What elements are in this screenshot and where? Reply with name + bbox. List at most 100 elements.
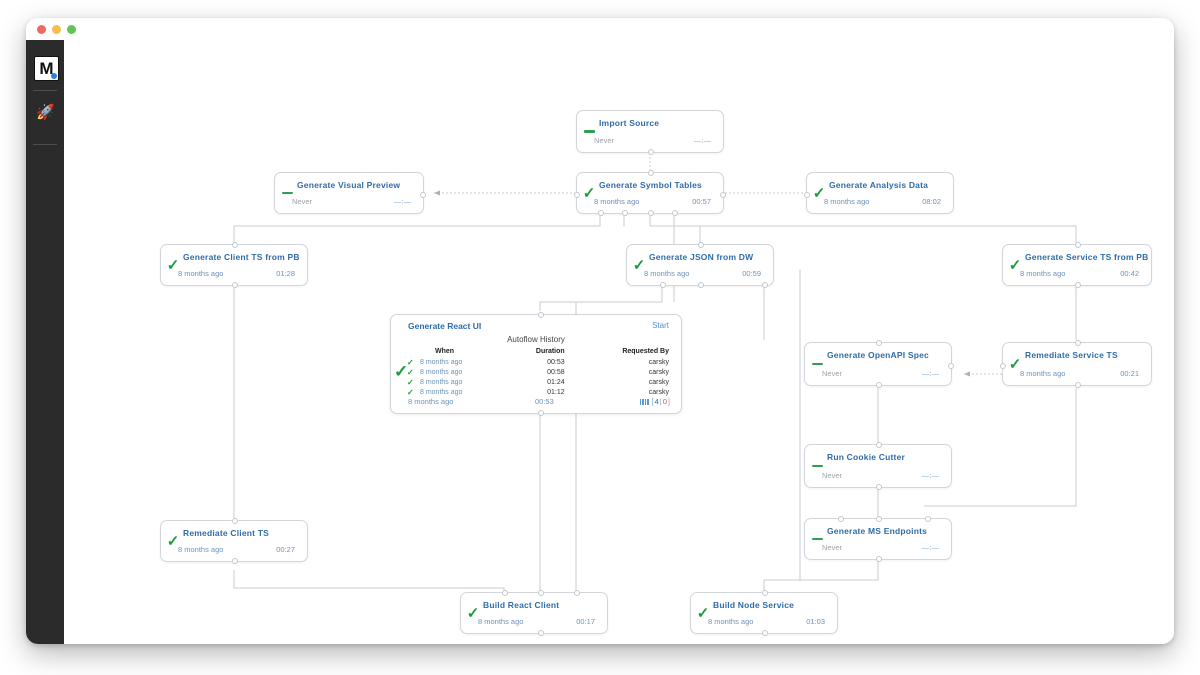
node-title: Generate Analysis Data — [829, 180, 929, 190]
node-import-source[interactable]: Import Source Never —:— — [576, 110, 724, 155]
node-generate-ms-endpoints[interactable]: Generate MS Endpoints Never —:— — [804, 516, 952, 562]
port-in[interactable] — [876, 340, 882, 346]
port-out-2[interactable] — [698, 282, 704, 288]
port-out[interactable] — [648, 149, 654, 155]
port-in[interactable] — [538, 312, 544, 318]
rail-divider-top — [33, 90, 57, 91]
node-title: Generate MS Endpoints — [827, 526, 928, 536]
status-success-icon: ✓ — [166, 256, 180, 274]
port-out-4[interactable] — [672, 210, 678, 216]
minimize-window-button[interactable] — [52, 25, 61, 34]
workflow-canvas[interactable]: Import Source Never —:— Generate Visual … — [64, 40, 1174, 644]
port-in[interactable] — [762, 590, 768, 596]
maximize-window-button[interactable] — [67, 25, 76, 34]
port-out-3[interactable] — [648, 210, 654, 216]
node-remediate-client-ts[interactable]: ✓ Remediate Client TS 8 months ago 00:27 — [160, 518, 308, 564]
row-status-success-icon: ✓ — [407, 377, 414, 387]
row-when: 8 months ago — [420, 359, 463, 367]
node-title: Generate Service TS from PB — [1025, 252, 1149, 262]
port-in-2[interactable] — [538, 590, 544, 596]
node-when: Never — [822, 471, 843, 480]
port-in[interactable] — [648, 170, 654, 176]
port-out-3[interactable] — [762, 282, 768, 288]
port-out[interactable] — [538, 410, 544, 416]
node-duration: 01:28 — [276, 269, 295, 278]
node-title: Remediate Client TS — [183, 528, 269, 538]
node-when: 8 months ago — [178, 269, 224, 278]
port-in[interactable] — [420, 192, 426, 198]
status-success-icon: ✓ — [166, 532, 180, 550]
node-duration: 08:02 — [922, 197, 941, 206]
port-in-3[interactable] — [925, 516, 931, 522]
table-row[interactable]: ✓ 8 months ago 00:53 carsky — [407, 358, 669, 368]
node-build-react-client[interactable]: ✓ Build React Client 8 months ago 00:17 — [460, 590, 608, 636]
start-button[interactable]: Start — [652, 321, 669, 330]
node-build-node-service[interactable]: ✓ Build Node Service 8 months ago 01:03 — [690, 590, 838, 636]
table-row[interactable]: ✓ 8 months ago 00:58 carsky — [407, 368, 669, 378]
status-success-icon: ✓ — [466, 604, 480, 622]
row-requested-by: carsky — [648, 359, 669, 367]
port-in-1[interactable] — [838, 516, 844, 522]
port-out-1[interactable] — [660, 282, 666, 288]
port-out[interactable] — [1075, 282, 1081, 288]
node-generate-react-ui[interactable]: ✓ Generate React UI Start Autoflow Histo… — [390, 312, 682, 416]
node-generate-client-ts-from-pb[interactable]: ✓ Generate Client TS from PB 8 months ag… — [160, 242, 308, 288]
port-out[interactable] — [538, 630, 544, 636]
port-in[interactable] — [1075, 340, 1081, 346]
row-requested-by: carsky — [648, 388, 669, 396]
col-duration: Duration — [535, 348, 565, 355]
node-duration: 00:53 — [535, 397, 554, 406]
port-in[interactable] — [876, 442, 882, 448]
port-out[interactable] — [232, 282, 238, 288]
port-in[interactable] — [1075, 242, 1081, 248]
row-duration: 00:53 — [547, 359, 565, 367]
node-when: 8 months ago — [1020, 369, 1066, 378]
app-logo-icon[interactable]: M — [34, 56, 59, 81]
history-header: Autoflow History — [507, 335, 565, 344]
port-out[interactable] — [876, 556, 882, 562]
port-out-2[interactable] — [622, 210, 628, 216]
node-run-cookie-cutter[interactable]: Run Cookie Cutter Never —:— — [804, 442, 952, 490]
port-right[interactable] — [948, 363, 954, 369]
port-out[interactable] — [876, 382, 882, 388]
port-out-1[interactable] — [598, 210, 604, 216]
node-remediate-service-ts[interactable]: ✓ Remediate Service TS 8 months ago 00:2… — [1000, 340, 1152, 388]
rocket-icon[interactable]: 🚀 — [34, 100, 57, 123]
logo-badge-dot — [51, 73, 57, 79]
port-in[interactable] — [698, 242, 704, 248]
node-generate-visual-preview[interactable]: Generate Visual Preview Never —:— — [274, 172, 426, 214]
port-out[interactable] — [232, 558, 238, 564]
port-in-1[interactable] — [502, 590, 508, 596]
port-in[interactable] — [232, 518, 238, 524]
port-out[interactable] — [1075, 382, 1081, 388]
status-success-icon: ✓ — [394, 362, 409, 381]
close-window-button[interactable] — [37, 25, 46, 34]
node-duration: 00:57 — [692, 197, 711, 206]
node-duration: —:— — [393, 197, 411, 206]
node-generate-openapi-spec[interactable]: Generate OpenAPI Spec Never —:— — [804, 340, 954, 388]
status-success-icon: ✓ — [812, 184, 826, 202]
app-window: M 🚀 — [26, 18, 1174, 644]
port-out[interactable] — [876, 484, 882, 490]
node-generate-service-ts-from-pb[interactable]: ✓ Generate Service TS from PB 8 months a… — [1002, 242, 1152, 288]
node-when: Never — [822, 369, 843, 378]
port-in-3[interactable] — [574, 590, 580, 596]
port-in-2[interactable] — [876, 516, 882, 522]
port-in[interactable] — [232, 242, 238, 248]
port-left[interactable] — [1000, 363, 1006, 369]
node-title: Import Source — [599, 118, 660, 128]
success-count: 4 — [654, 397, 659, 406]
node-generate-analysis-data[interactable]: ✓ Generate Analysis Data 8 months ago 08… — [804, 172, 954, 214]
port-in[interactable] — [804, 192, 810, 198]
table-row[interactable]: ✓ 8 months ago 01:24 carsky — [407, 378, 669, 388]
status-success-icon: ✓ — [696, 604, 710, 622]
table-row[interactable]: ✓ 8 months ago 01:12 carsky — [407, 387, 669, 397]
node-duration: 00:21 — [1120, 369, 1139, 378]
port-out[interactable] — [762, 630, 768, 636]
node-duration: —:— — [693, 136, 711, 145]
port-left[interactable] — [574, 192, 580, 198]
port-right[interactable] — [720, 192, 726, 198]
node-title: Generate OpenAPI Spec — [827, 350, 929, 360]
node-generate-json-from-dw[interactable]: ✓ Generate JSON from DW 8 months ago 00:… — [626, 242, 774, 288]
node-generate-symbol-tables[interactable]: ✓ Generate Symbol Tables 8 months ago 00… — [574, 170, 726, 216]
